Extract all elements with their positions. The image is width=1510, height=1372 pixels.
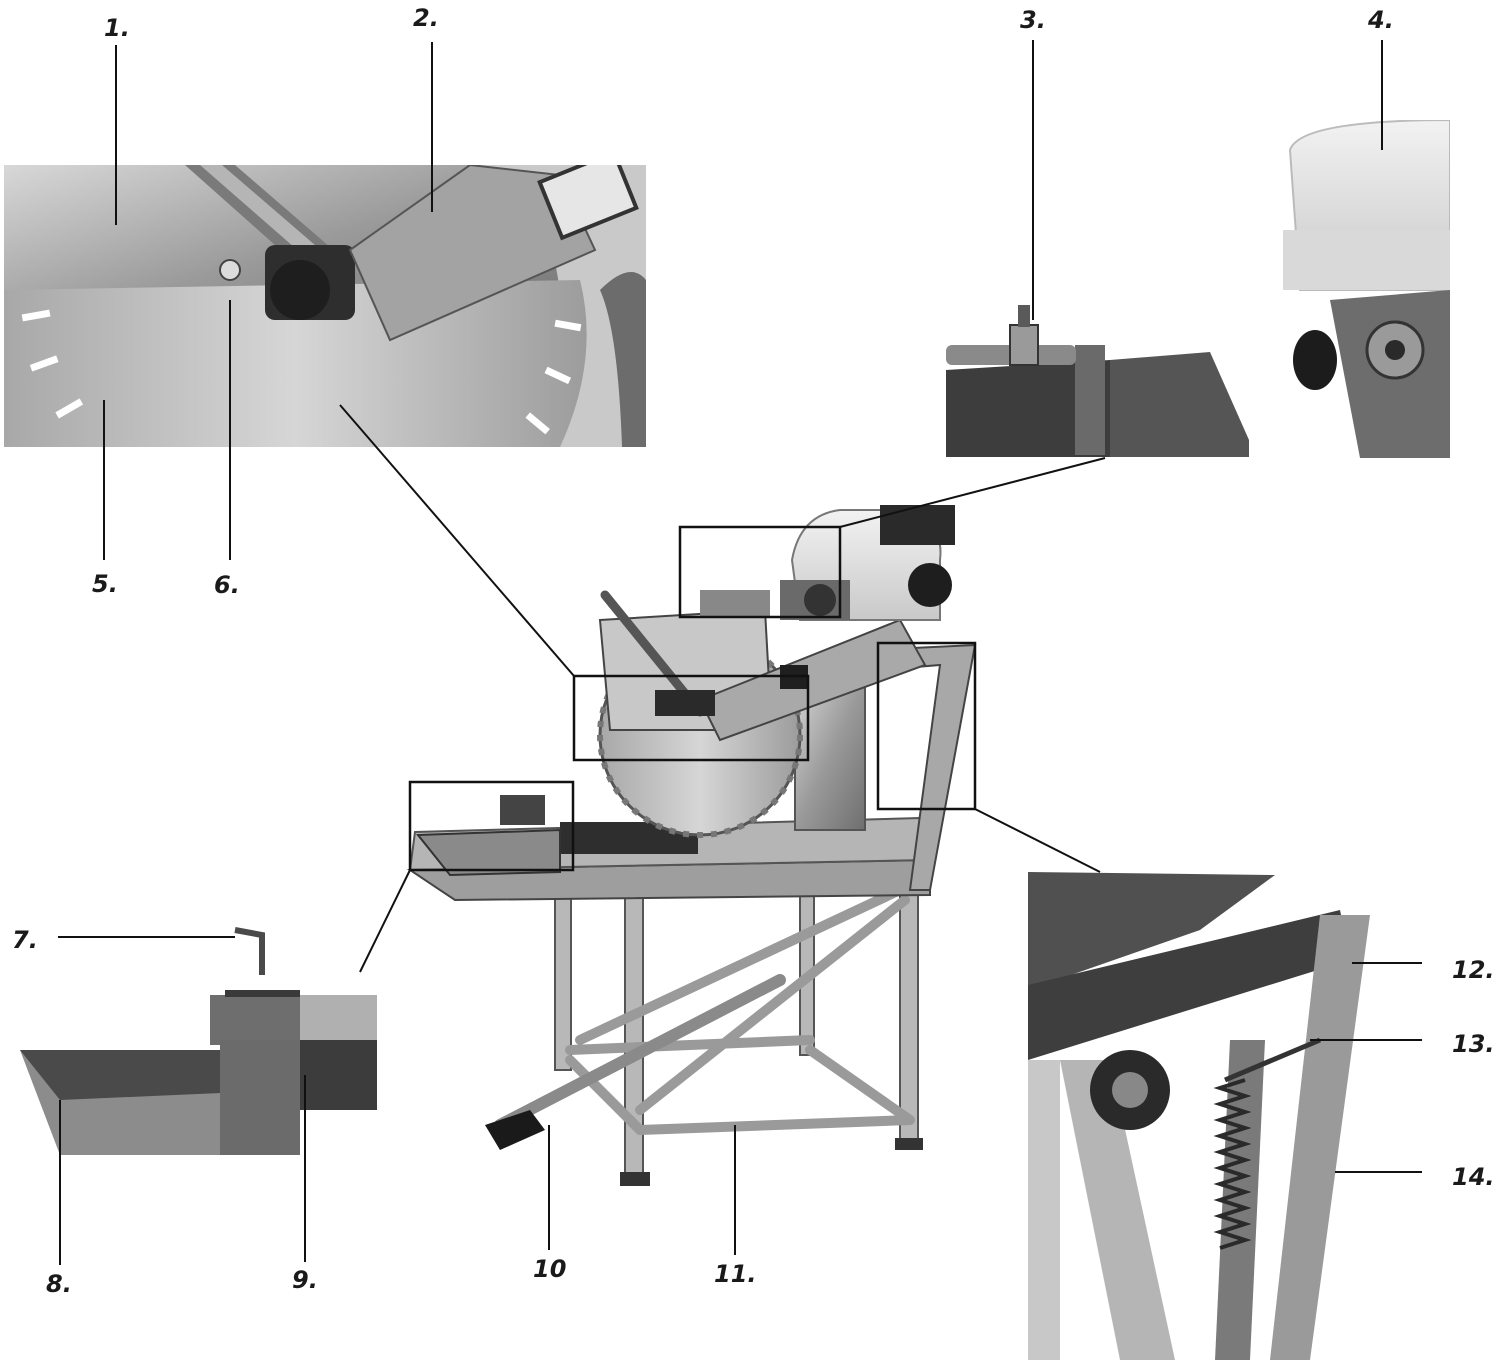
- label-1: 1.: [104, 14, 130, 42]
- inset-engine: [1283, 120, 1450, 458]
- label-12: 12.: [1452, 956, 1495, 984]
- label-6: 6.: [214, 571, 240, 599]
- main-saw-machine: [406, 505, 977, 1186]
- inset-spring-mechanism: [1028, 872, 1380, 1360]
- connector-guard: [339, 404, 575, 677]
- label-4: 4.: [1368, 6, 1394, 34]
- label-8: 8.: [46, 1270, 72, 1298]
- label-2: 2.: [413, 4, 439, 32]
- label-9: 9.: [292, 1266, 318, 1294]
- label-14: 14.: [1452, 1163, 1495, 1191]
- callout-box-guard: [572, 674, 810, 762]
- inset-blade-guard: [4, 165, 646, 447]
- leader-lines: [58, 40, 1422, 1265]
- callout-box-spring: [876, 641, 977, 811]
- callout-boxes: [408, 525, 977, 872]
- inset-water-tap: [946, 300, 1249, 457]
- label-11: 11.: [714, 1260, 757, 1288]
- connector-tray: [359, 869, 411, 973]
- label-5: 5.: [92, 570, 118, 598]
- spring-lever: [1224, 1037, 1321, 1083]
- label-3: 3.: [1020, 6, 1046, 34]
- label-7: 7.: [12, 926, 38, 954]
- connector-spring: [974, 808, 1101, 873]
- callout-box-tray: [408, 780, 575, 872]
- connector-tap: [839, 457, 1106, 528]
- callout-box-tap: [678, 525, 842, 619]
- label-13: 13.: [1452, 1030, 1495, 1058]
- tray-clamp-handle: [234, 927, 265, 975]
- inset-water-tray: [20, 990, 377, 1155]
- return-spring: [1213, 1078, 1252, 1250]
- label-10: 10: [533, 1255, 567, 1283]
